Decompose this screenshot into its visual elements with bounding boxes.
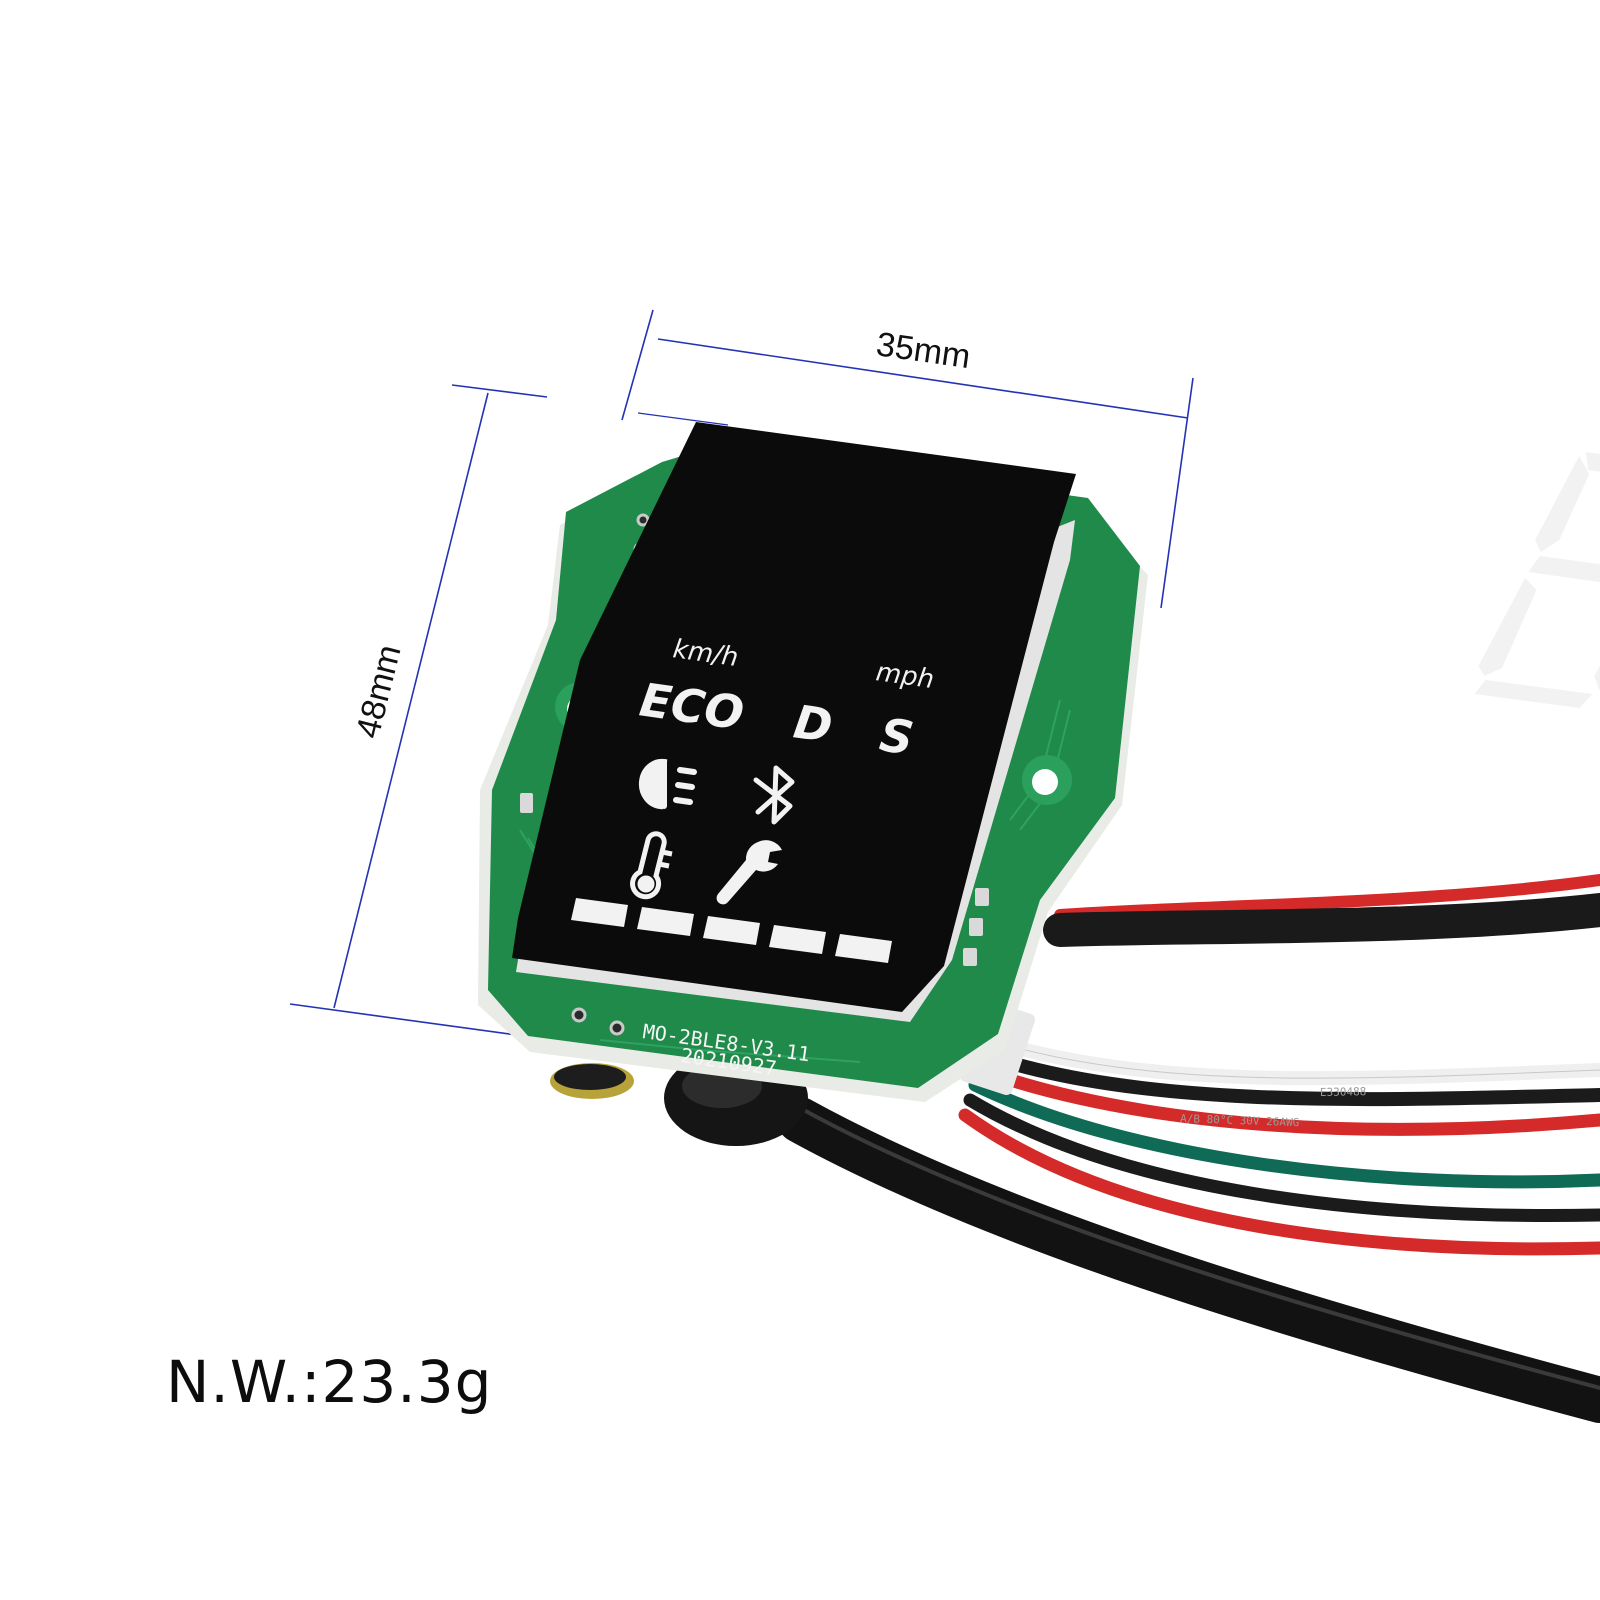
red-wire-top: [1054, 874, 1600, 921]
net-weight-caption: N.W.:23.3g: [166, 1348, 493, 1416]
battery-bar: [769, 925, 826, 954]
mode-s: S: [876, 707, 916, 765]
thermometer-icon: [630, 831, 673, 900]
digit-1: [1474, 452, 1600, 708]
headlight-icon: [638, 758, 697, 810]
wrench-icon: [716, 840, 782, 905]
battery-bars: [571, 898, 892, 963]
black-wire-2: [963, 1093, 1600, 1223]
green-wire: [968, 1078, 1600, 1189]
width-label: 35mm: [874, 325, 973, 376]
speed-digits: [1474, 452, 1600, 708]
black-wire-1: [978, 1048, 1600, 1107]
cable-print-line-2: A/B 80°C 30V 26AWG: [1180, 1112, 1300, 1129]
black-cable-main: [777, 1097, 1600, 1423]
battery-bar: [703, 916, 760, 945]
red-wire-1: [973, 1063, 1600, 1136]
red-wire-2: [958, 1108, 1600, 1256]
lcd-module: [512, 422, 1076, 1022]
bluetooth-icon: [753, 765, 795, 825]
battery-bar: [835, 934, 892, 963]
mode-d: D: [790, 694, 835, 753]
black-cable-top: [1043, 893, 1600, 947]
wire-bundle: E330488 A/B 80°C 30V 26AWG: [777, 874, 1600, 1423]
battery-bar: [571, 898, 628, 927]
cable-print-line-1: E330488: [1320, 1085, 1367, 1099]
battery-bar: [637, 907, 694, 936]
height-label: 48mm: [349, 641, 409, 742]
white-wire-edge: [989, 1039, 1600, 1079]
